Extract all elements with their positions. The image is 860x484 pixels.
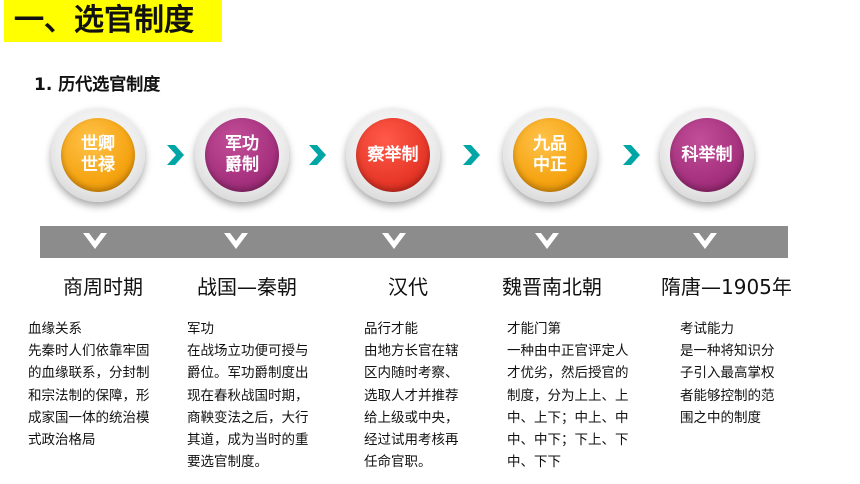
stage-circle-chaju: 察举制 (346, 108, 440, 202)
era-label: 商周时期 (63, 275, 143, 299)
desc-title: 品行才能 (364, 321, 418, 337)
page-title: 一、选官制度 (14, 3, 194, 38)
desc-line: 子引入最高掌权 (680, 365, 775, 382)
desc-line: 爵位。军功爵制度出 (187, 365, 309, 382)
desc-line: 商鞅变法之后，大行 (187, 409, 309, 426)
stage-description: 血缘关系 先秦时人们依靠牢固 的血缘联系，分封制 和宗法制的保障，形 成家国一体… (28, 318, 150, 451)
desc-line: 成家国一体的统治模 (28, 409, 150, 426)
circle-label: 世卿世禄 (61, 118, 135, 192)
desc-line: 是一种将知识分 (680, 343, 775, 360)
chevron-right-icon (463, 145, 480, 165)
desc-line: 其道，成为当时的重 (187, 432, 309, 449)
chevron-right-icon (167, 145, 184, 165)
timeline-band (40, 226, 788, 258)
desc-line: 中、下下 (507, 454, 561, 471)
stage-circle-keju: 科举制 (660, 108, 754, 202)
circle-label-line1: 察举制 (367, 144, 419, 165)
stage-description: 才能门第 一种由中正官评定人 才优劣，然后授官的 制度，分为上上、上 中、上下；… (507, 318, 629, 473)
era-label: 战国—秦朝 (197, 275, 297, 299)
desc-line: 要选官制度。 (187, 454, 268, 471)
chevron-down-icon (224, 233, 248, 249)
desc-line: 任命官职。 (364, 454, 432, 471)
desc-line: 在战场立功便可授与 (187, 343, 309, 360)
desc-title: 血缘关系 (28, 321, 82, 337)
desc-line: 式政治格局 (28, 432, 96, 449)
circle-label: 军功爵制 (205, 118, 279, 192)
desc-line: 中、中下；下上、下 (507, 432, 629, 449)
era-label: 隋唐—1905年 (661, 275, 792, 299)
chevron-down-icon (535, 233, 559, 249)
desc-title: 军功 (187, 321, 214, 337)
desc-line: 由地方长官在辖 (364, 343, 459, 360)
era-label: 魏晋南北朝 (502, 275, 602, 299)
stage-circle-jiupin: 九品中正 (503, 108, 597, 202)
desc-line: 先秦时人们依靠牢固 (28, 343, 150, 360)
desc-line: 和宗法制的保障，形 (28, 387, 150, 404)
desc-line: 的血缘联系，分封制 (28, 365, 150, 382)
circle-label-line2: 爵制 (225, 155, 259, 175)
desc-title: 才能门第 (507, 321, 561, 337)
circle-label: 科举制 (670, 118, 744, 192)
desc-line: 现在春秋战国时期， (187, 387, 309, 404)
desc-line: 围之中的制度 (680, 409, 761, 426)
stage-description: 军功 在战场立功便可授与 爵位。军功爵制度出 现在春秋战国时期， 商鞅变法之后，… (187, 318, 309, 473)
circle-label-line1: 九品 (533, 134, 567, 154)
desc-line: 给上级或中央， (364, 409, 459, 426)
desc-title: 考试能力 (680, 321, 734, 337)
stage-description: 品行才能 由地方长官在辖 区内随时考察、 选取人才并推荐 给上级或中央， 经过试… (364, 318, 459, 473)
desc-line: 中、上下；中上、中 (507, 409, 629, 426)
title-highlight (4, 0, 222, 42)
chevron-down-icon (83, 233, 107, 249)
desc-line: 选取人才并推荐 (364, 387, 459, 404)
chevron-down-icon (382, 233, 406, 249)
section-subtitle: 1. 历代选官制度 (34, 75, 161, 95)
era-label: 汉代 (388, 275, 428, 299)
circle-label: 察举制 (356, 118, 430, 192)
desc-line: 才优劣，然后授官的 (507, 365, 629, 382)
circle-label-line2: 世禄 (81, 155, 115, 175)
circle-label-line1: 军功 (225, 134, 259, 154)
desc-line: 一种由中正官评定人 (507, 343, 629, 360)
circle-label-line1: 科举制 (681, 144, 733, 165)
chevron-right-icon (309, 145, 326, 165)
desc-line: 经过试用考核再 (364, 432, 459, 449)
stage-circle-shiqing: 世卿世禄 (51, 108, 145, 202)
chevron-down-icon (693, 233, 717, 249)
circle-label: 九品中正 (513, 118, 587, 192)
circle-label-line1: 世卿 (81, 134, 115, 154)
circle-label-line2: 中正 (533, 155, 567, 175)
desc-line: 区内随时考察、 (364, 365, 459, 382)
desc-line: 制度，分为上上、上 (507, 387, 629, 404)
stage-description: 考试能力 是一种将知识分 子引入最高掌权 者能够控制的范 围之中的制度 (680, 318, 775, 429)
stage-circle-jungong: 军功爵制 (195, 108, 289, 202)
chevron-right-icon (623, 145, 640, 165)
desc-line: 者能够控制的范 (680, 387, 775, 404)
